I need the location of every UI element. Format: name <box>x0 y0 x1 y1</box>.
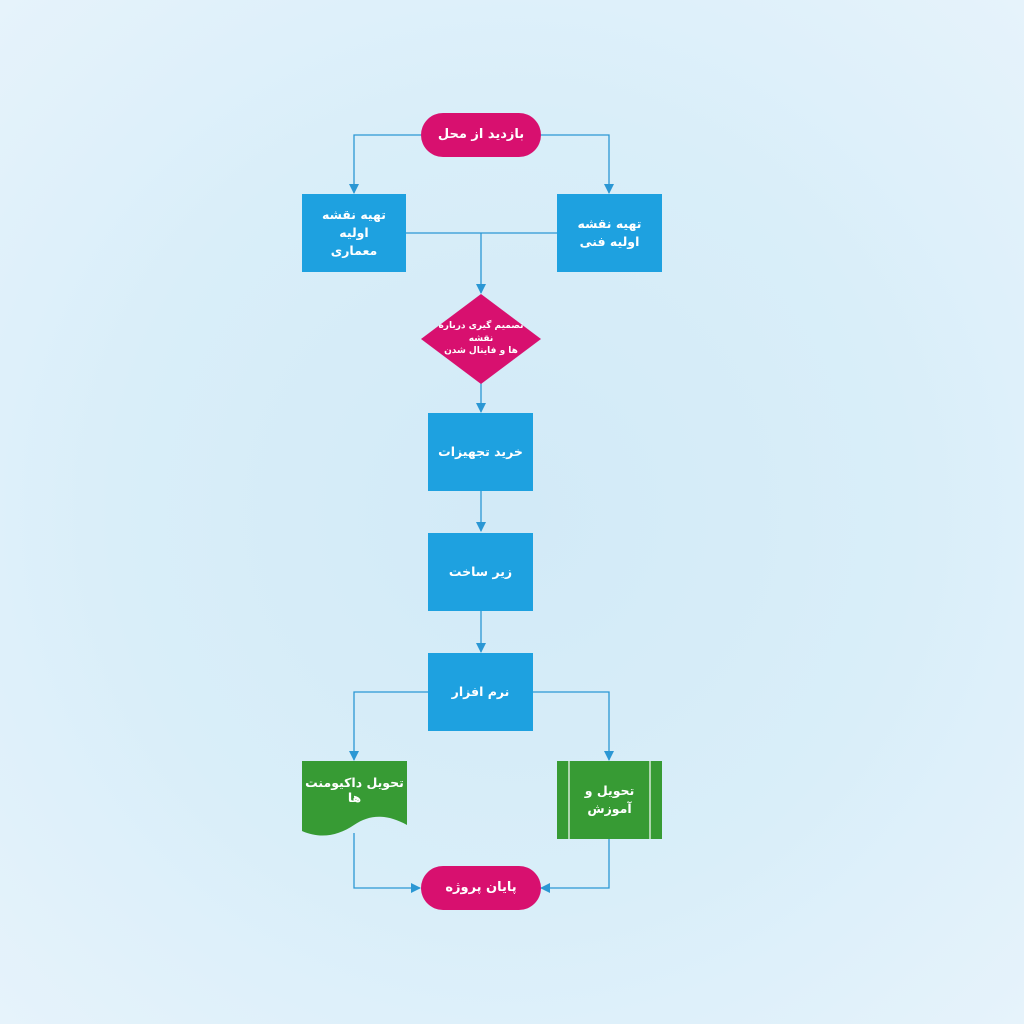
tech-plan-box[interactable]: تهیه نقشه اولیه فنی <box>557 194 662 272</box>
connector-start-to-arch <box>349 134 422 194</box>
documents-shape[interactable] <box>302 761 407 839</box>
infrastructure-label: زیر ساخت <box>448 563 513 579</box>
start-terminator[interactable]: بازدید از محل <box>421 113 541 157</box>
start-label: بازدید از محل <box>437 126 525 142</box>
purchase-box[interactable]: خرید تجهیزات <box>428 413 533 491</box>
connector-software-to-docs <box>349 691 428 761</box>
tech-plan-label: تهیه نقشه اولیه فنی <box>577 215 642 249</box>
infrastructure-box[interactable]: زیر ساخت <box>428 533 533 611</box>
end-label: پایان پروژه <box>445 879 517 895</box>
documents-label: تحویل داکیومنت ها <box>305 775 404 805</box>
connector-software-to-training <box>532 691 614 761</box>
end-terminator[interactable]: پایان پروژه <box>421 866 541 910</box>
training-label-wrap: تحویل و آموزش <box>569 761 650 839</box>
connector-docs-to-end <box>353 833 421 893</box>
documents-label-wrap: تحویل داکیومنت ها <box>302 768 407 812</box>
decision-label-wrap: تصمیم گیری درباره نقشه ها و فاینال شدن <box>431 314 531 364</box>
connector-training-to-end <box>540 839 610 893</box>
decision-label: تصمیم گیری درباره نقشه ها و فاینال شدن <box>438 321 524 357</box>
decision-diamond[interactable] <box>421 294 541 384</box>
purchase-label: خرید تجهیزات <box>438 443 523 459</box>
connector-start-to-tech <box>540 134 614 194</box>
arch-plan-label: تهیه نقشه اولیه معماری <box>322 206 386 259</box>
arch-plan-box[interactable]: تهیه نقشه اولیه معماری <box>302 194 406 272</box>
software-box[interactable]: نرم افزار <box>428 653 533 731</box>
training-label: تحویل و آموزش <box>584 782 635 816</box>
software-label: نرم افزار <box>451 683 510 699</box>
training-shape[interactable] <box>557 761 662 839</box>
